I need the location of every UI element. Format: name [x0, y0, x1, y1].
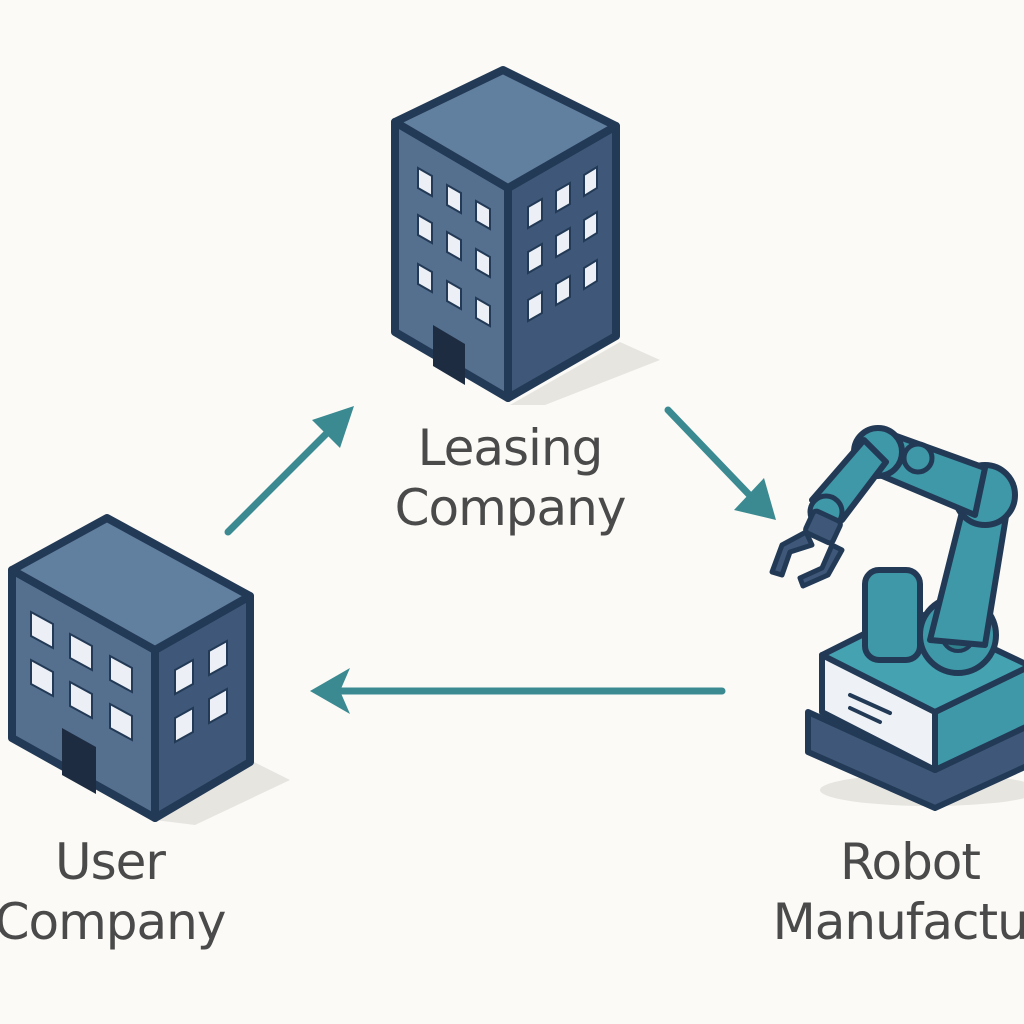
user-company-label-line1: User — [55, 833, 166, 891]
leasing-company-label-line2: Company — [394, 479, 627, 537]
arrow-user-to-leasing — [224, 406, 354, 536]
arrow-robot-to-user — [310, 668, 726, 714]
leasing-building-icon — [391, 66, 660, 405]
robot-manufacturer-label-line2: Manufactur — [772, 893, 1024, 951]
robot-manufacturer-label: Robot Manufactur — [720, 832, 1024, 952]
arrow-leasing-to-robot — [664, 406, 776, 520]
user-company-label: User Company — [0, 832, 280, 952]
user-company-label-line2: Company — [0, 893, 226, 951]
robotic-arm-icon — [769, 425, 1024, 811]
robot-manufacturer-label-line1: Robot — [839, 833, 981, 891]
leasing-company-label: Leasing Company — [355, 418, 665, 538]
user-building-icon — [8, 514, 290, 825]
leasing-company-label-line1: Leasing — [417, 419, 604, 477]
